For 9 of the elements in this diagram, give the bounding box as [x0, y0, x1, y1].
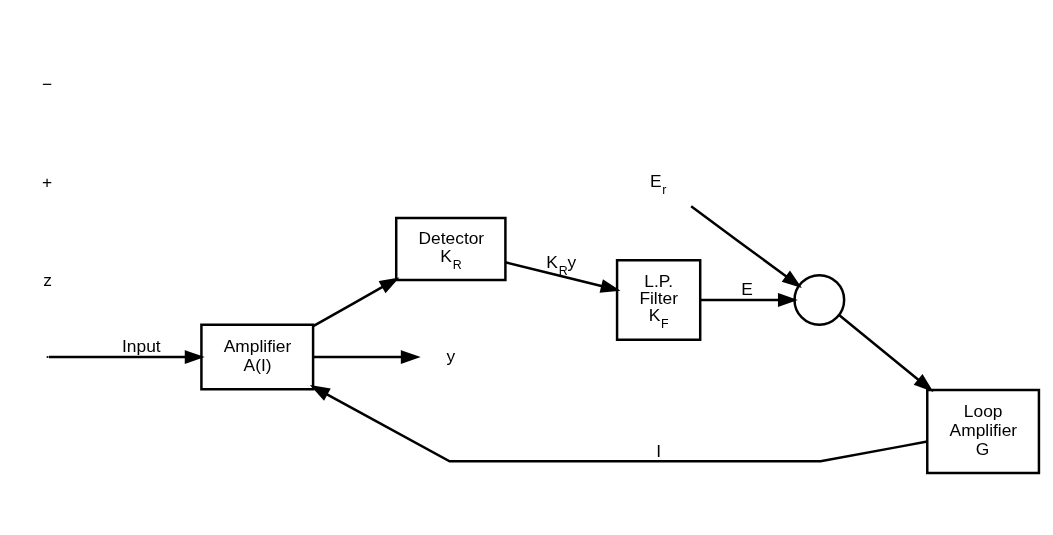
edge-label: E [741, 278, 753, 299]
label: − [41, 73, 53, 94]
label: z [43, 269, 52, 290]
edge-label: I [656, 440, 661, 461]
edge-label: Input [122, 335, 161, 356]
label: + [41, 171, 53, 192]
edge-label: K$_{R}$y [546, 251, 577, 278]
node-text: E$_{r}$ [649, 170, 667, 197]
node-text: y [446, 345, 456, 366]
